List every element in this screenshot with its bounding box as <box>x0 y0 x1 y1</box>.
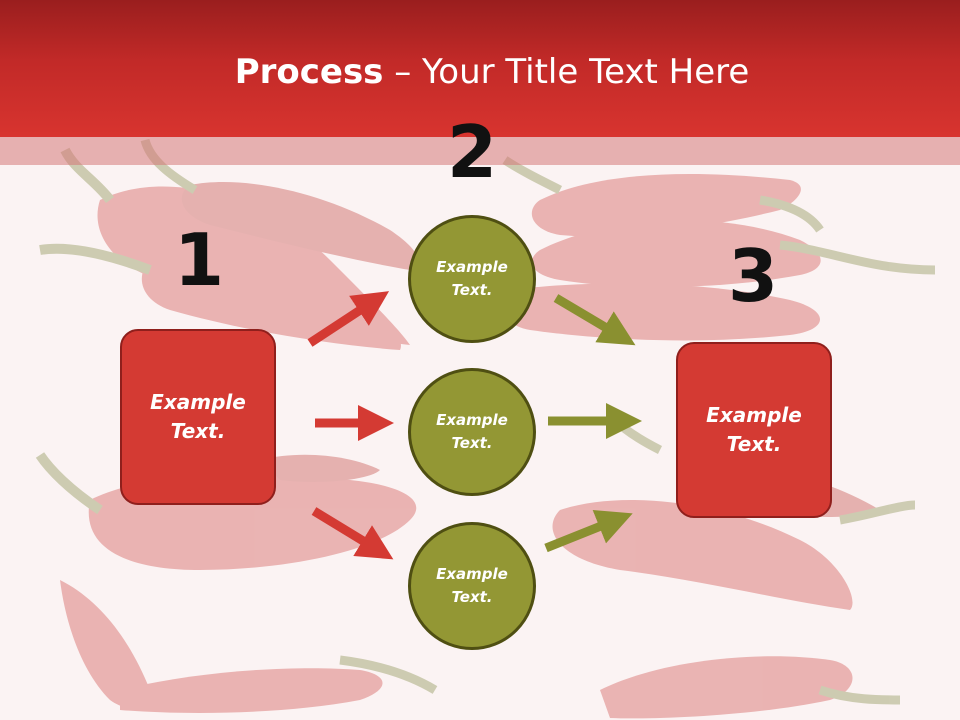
step-1-box: Example Text. <box>120 329 276 505</box>
arrow-from-circle-3 <box>544 509 633 553</box>
step-number-2: 2 <box>446 110 498 194</box>
header-band <box>0 137 960 165</box>
step-3-box: Example Text. <box>676 342 832 518</box>
slide-title: Process – Your Title Text Here <box>0 52 960 92</box>
circle-top-text: Example Text. <box>436 258 508 299</box>
slide-title-rest: – Your Title Text Here <box>383 52 750 92</box>
circle-bottom-text: Example Text. <box>436 565 508 606</box>
arrow-to-circle-3 <box>311 507 394 560</box>
title-header <box>0 0 960 137</box>
arrow-to-circle-1 <box>307 291 390 347</box>
circle-middle-text: Example Text. <box>436 411 508 452</box>
step-number-3: 3 <box>727 234 779 318</box>
arrow-from-circle-1 <box>553 294 636 346</box>
step-number-1: 1 <box>173 218 225 302</box>
step-2-circle-bottom: Example Text. <box>408 522 536 650</box>
step-1-box-text: Example Text. <box>150 390 246 443</box>
step-2-circle-top: Example Text. <box>408 215 536 343</box>
step-2-circle-middle: Example Text. <box>408 368 536 496</box>
slide-title-bold: Process <box>234 52 384 92</box>
step-3-box-text: Example Text. <box>706 403 802 456</box>
